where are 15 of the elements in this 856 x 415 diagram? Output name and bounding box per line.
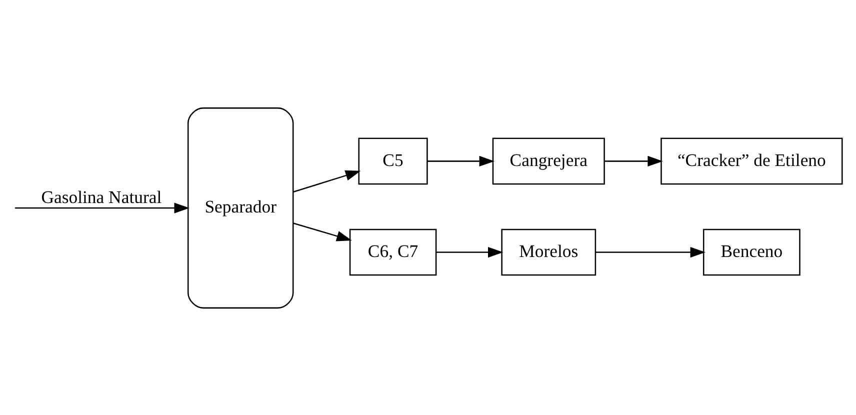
arrow bbox=[436, 246, 504, 258]
node-box: Benceno bbox=[702, 228, 800, 276]
arrow bbox=[428, 155, 494, 166]
node-box: C6, C7 bbox=[349, 228, 437, 276]
arrow bbox=[293, 222, 352, 241]
edge-label: Gasolina Natural bbox=[41, 186, 162, 207]
node-box: Cangrejera bbox=[492, 137, 605, 184]
arrow bbox=[293, 170, 361, 192]
node-box: “Cracker” de Etileno bbox=[660, 137, 843, 184]
arrow bbox=[604, 155, 663, 166]
arrow bbox=[596, 246, 706, 258]
node-box: Separador bbox=[187, 106, 294, 308]
arrow bbox=[14, 202, 190, 213]
node-box: C5 bbox=[358, 137, 428, 184]
node-box: Morelos bbox=[501, 228, 596, 276]
